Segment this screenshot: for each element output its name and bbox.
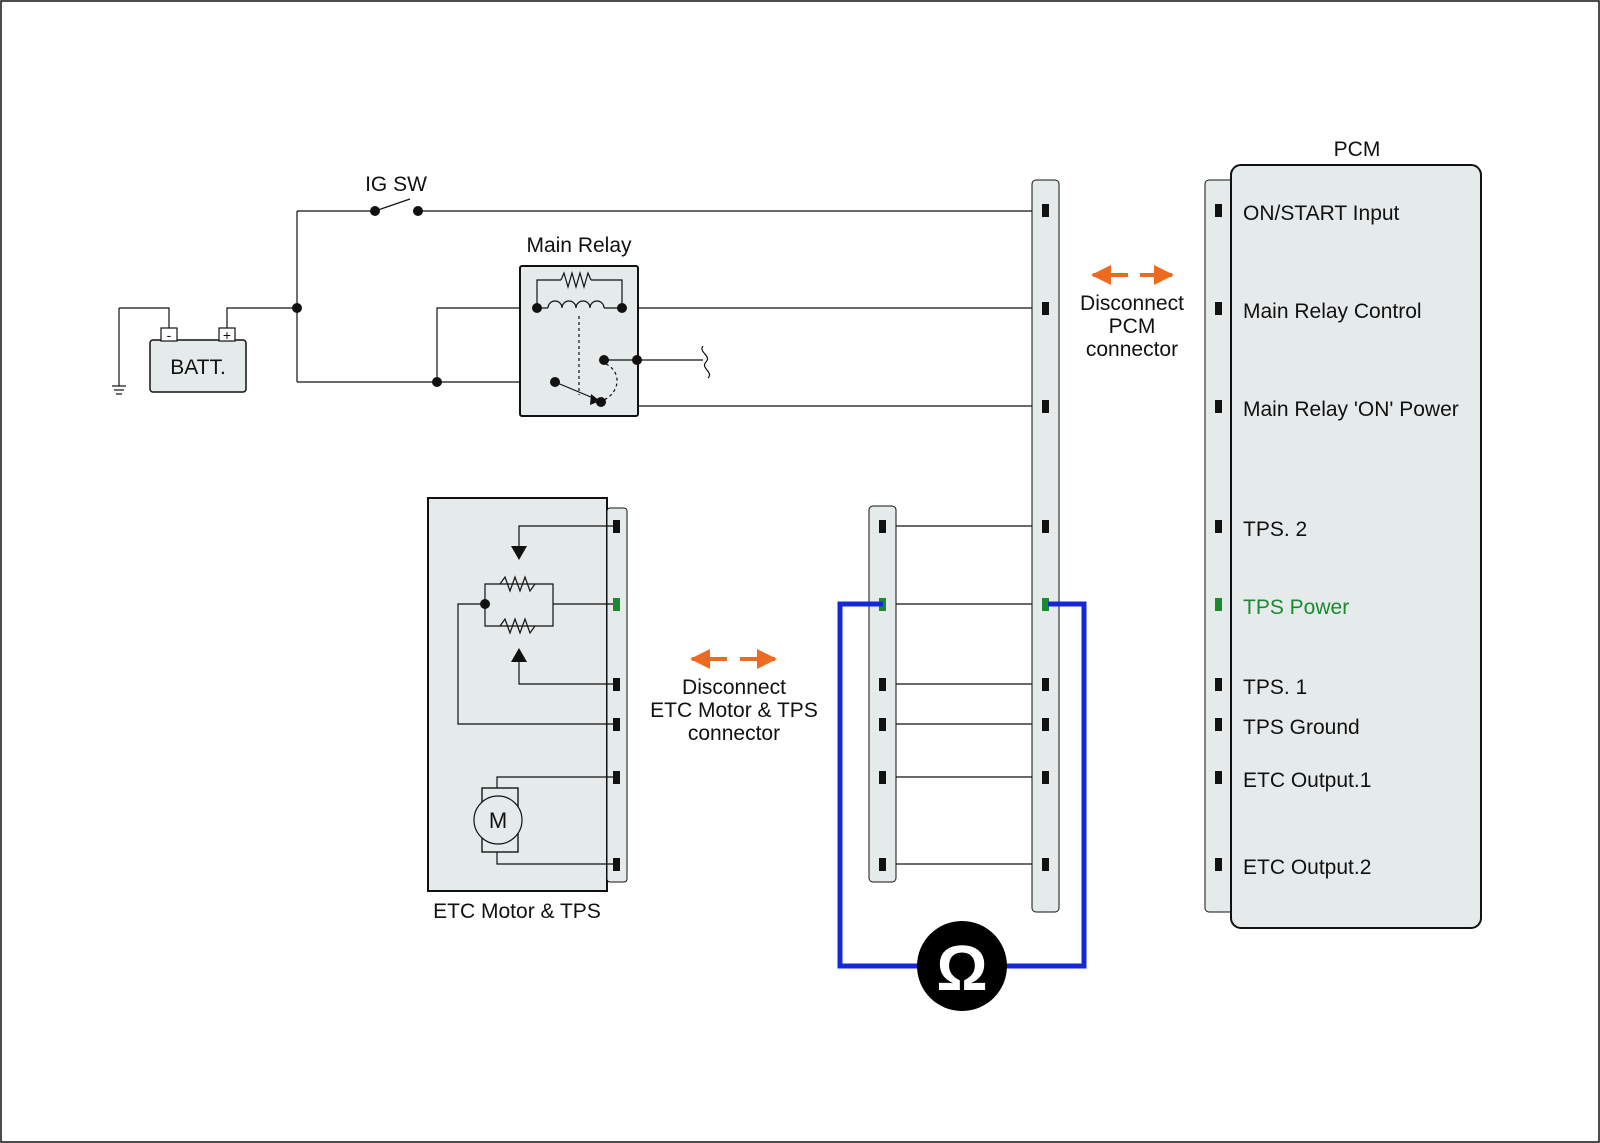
pcm-pin-label: ETC Output.2 [1243, 856, 1371, 879]
battery: BATT. - + [149, 327, 247, 393]
main-relay: Main Relay [519, 234, 642, 417]
motor-symbol: M [473, 795, 523, 845]
etc-connector-strip [606, 507, 628, 883]
etc-disconnect-line: ETC Motor & TPS [650, 699, 818, 722]
pcm-pin-label: TPS. 2 [1243, 518, 1307, 541]
pcm-disconnect-line: Disconnect [1080, 292, 1184, 315]
pcm-disconnect-line: PCM [1109, 315, 1156, 338]
harness-pcm-side-connector [1031, 179, 1060, 913]
battery-pos-sign: + [223, 327, 231, 343]
etc-disconnect-note: Disconnect ETC Motor & TPS connector [650, 649, 818, 745]
motor-label: M [489, 808, 507, 833]
ig-switch-label: IG SW [365, 173, 427, 196]
ground-icon [112, 308, 126, 395]
ohmmeter-icon: Ω [917, 921, 1007, 1011]
main-relay-label: Main Relay [526, 234, 632, 257]
etc-connector-pins [613, 520, 620, 871]
etc-disconnect-line: Disconnect [682, 676, 786, 699]
wires [119, 198, 1045, 865]
junctions [292, 303, 442, 387]
etc-disconnect-line: connector [688, 722, 780, 745]
pcm-pin-label: Main Relay Control [1243, 300, 1422, 323]
etc-unit-label: ETC Motor & TPS [433, 900, 601, 923]
ohmmeter-leads [837, 601, 1087, 969]
pcm-pin-label: TPS. 1 [1243, 676, 1307, 699]
pcm-pin-label: ETC Output.1 [1243, 769, 1371, 792]
pcm-pin-label: ON/START Input [1243, 202, 1400, 225]
ignition-switch: IG SW [365, 173, 427, 216]
pcm-pin-label: TPS Ground [1243, 716, 1360, 739]
pcm-disconnect-line: connector [1086, 338, 1178, 361]
harness-etc-side-connector [868, 505, 897, 883]
wire-break-symbol [701, 345, 710, 379]
pcm-pin-label-highlighted: TPS Power [1243, 596, 1349, 619]
pcm: PCM ON/START Input Main Relay Control Ma… [1204, 138, 1482, 929]
pcm-title: PCM [1334, 138, 1381, 161]
battery-neg-sign: - [167, 327, 172, 343]
etc-motor-tps: ETC Motor & TPS M [427, 497, 628, 923]
ohmmeter-symbol: Ω [936, 932, 987, 1004]
pcm-pin-label: Main Relay 'ON' Power [1243, 398, 1459, 421]
pcm-disconnect-note: Disconnect PCM connector [1080, 265, 1184, 361]
battery-label: BATT. [170, 356, 226, 379]
pcm-pins [1215, 204, 1222, 871]
